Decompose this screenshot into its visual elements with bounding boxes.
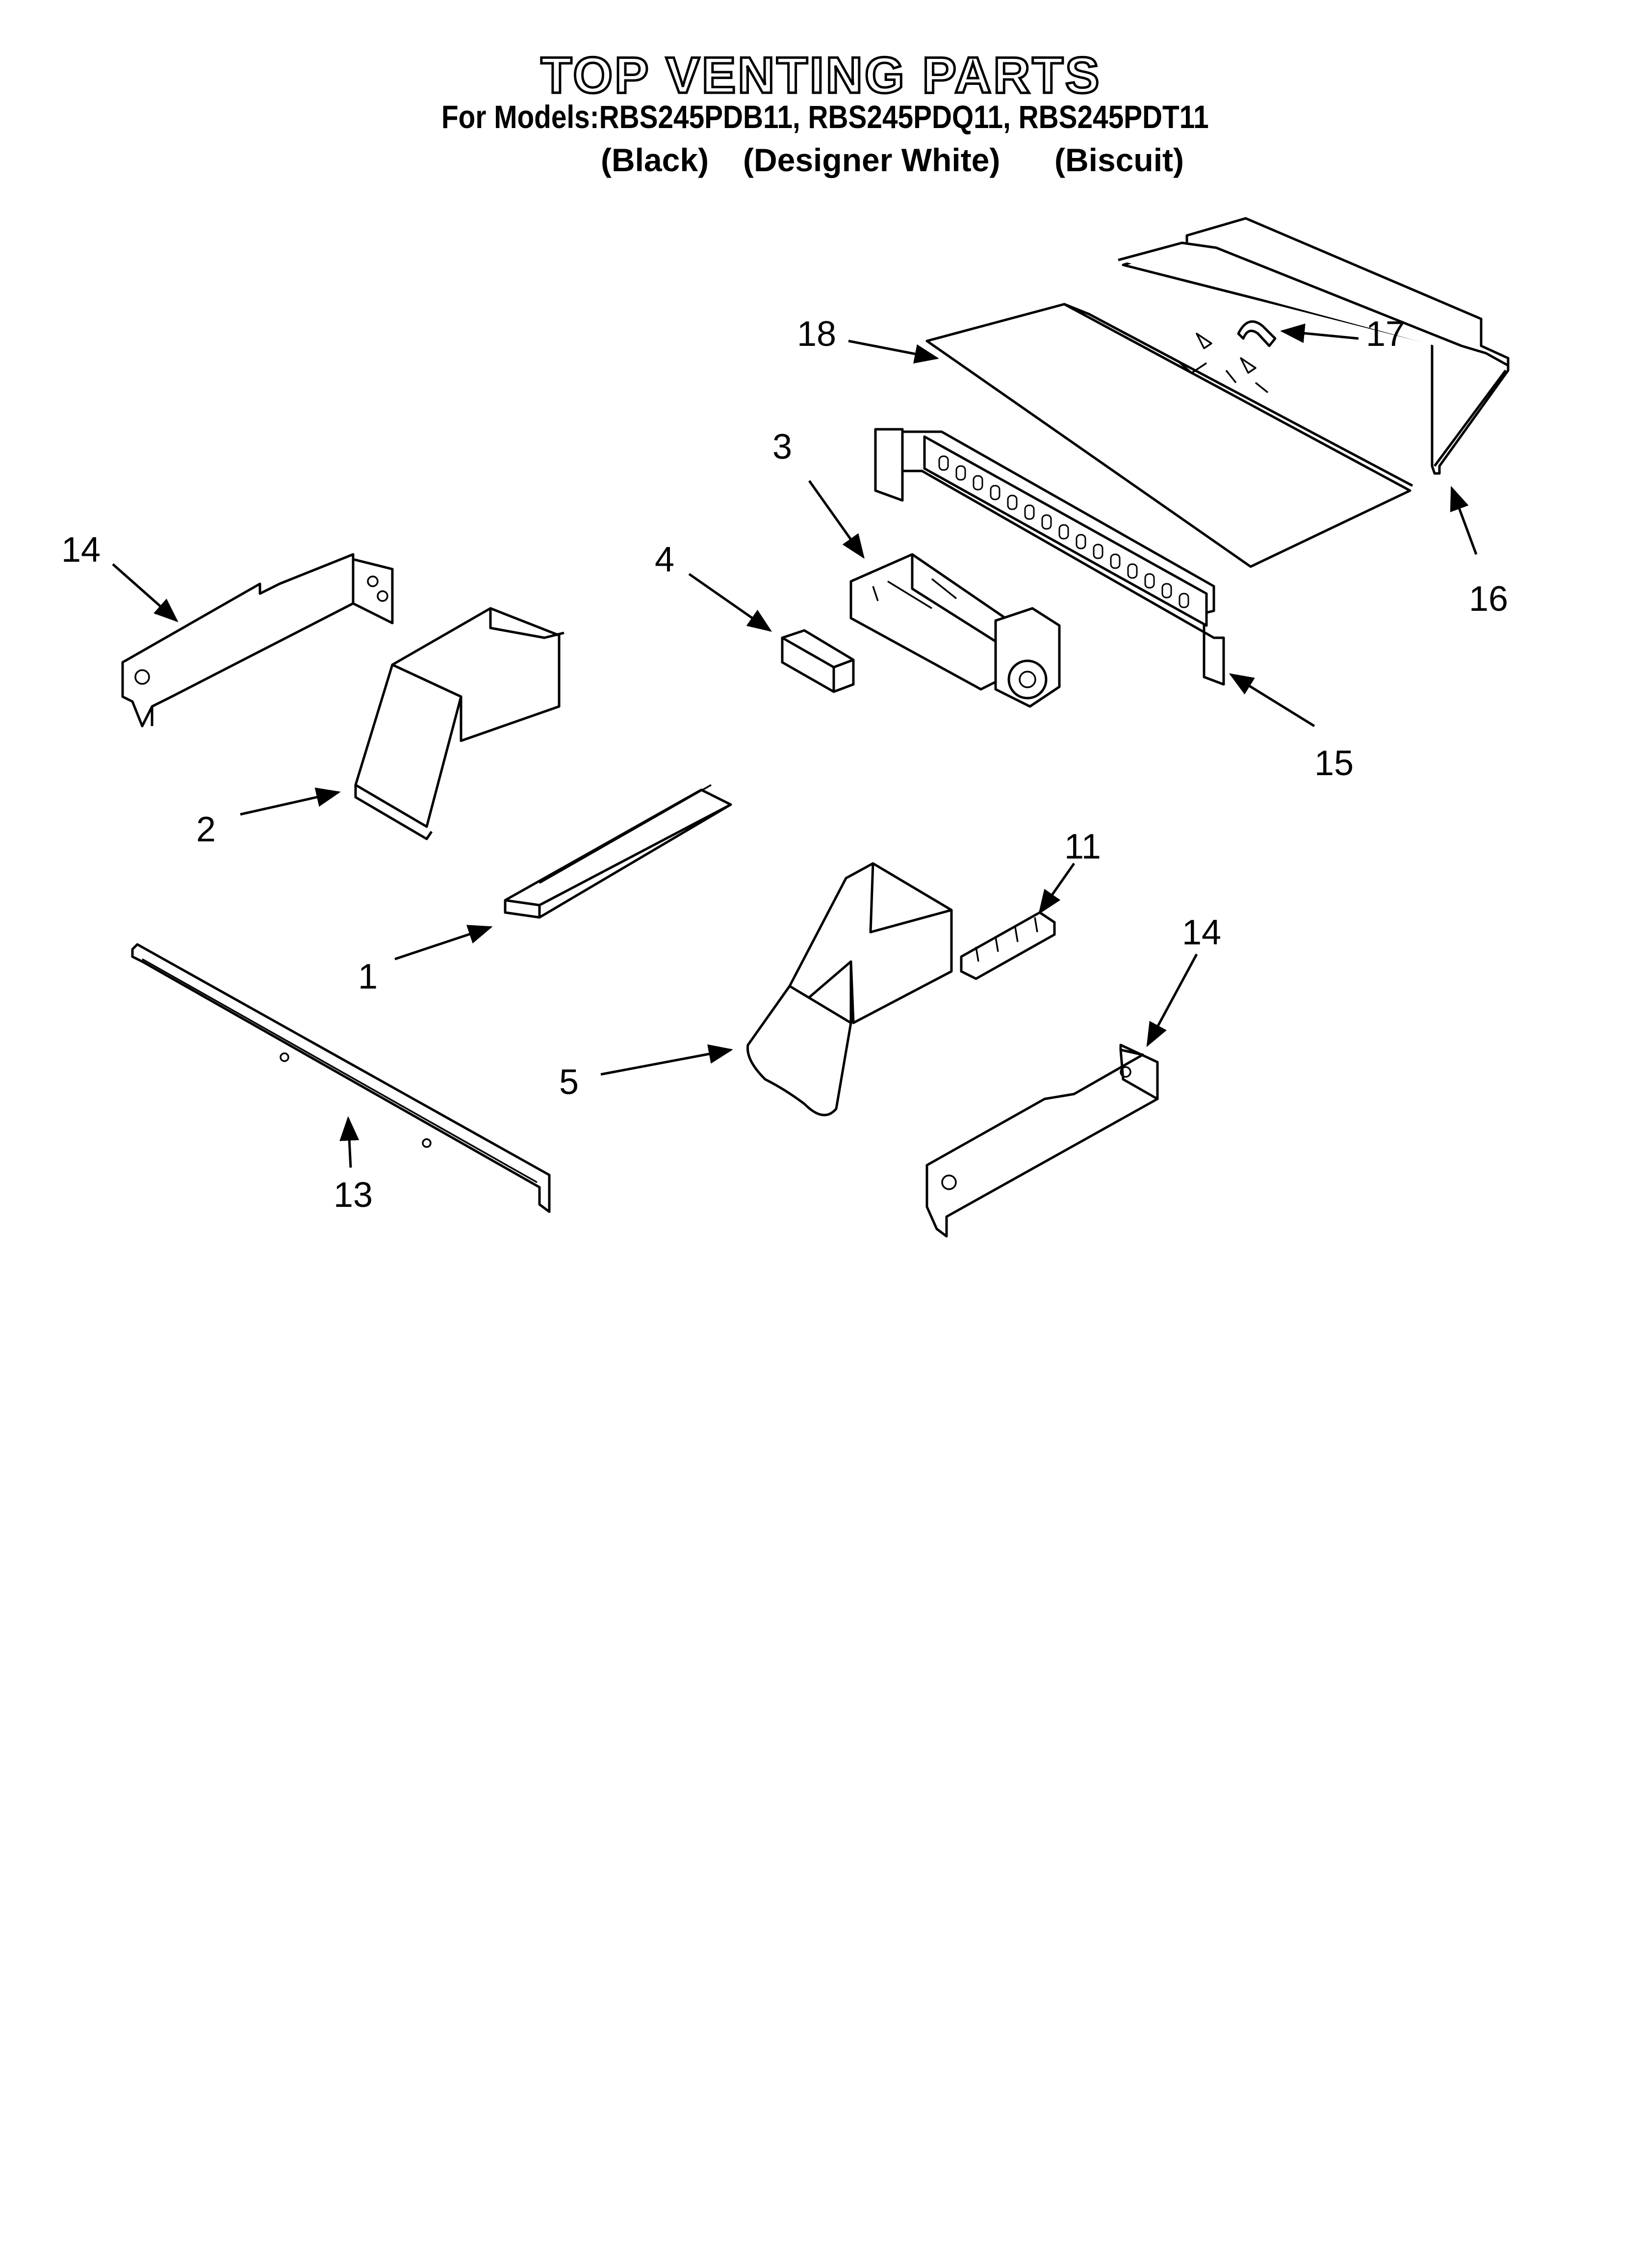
part-4-foam-block bbox=[781, 629, 855, 693]
part-14-right-bracket bbox=[925, 1043, 1159, 1238]
leader-3 bbox=[808, 480, 865, 559]
leader-lines bbox=[112, 323, 1478, 1168]
leader-5 bbox=[600, 1044, 733, 1076]
color-black: (Black) bbox=[601, 142, 709, 178]
leader-1 bbox=[394, 925, 493, 961]
callout-1: 1 bbox=[358, 957, 378, 996]
callout-16: 16 bbox=[1469, 579, 1508, 619]
leader-16 bbox=[1450, 486, 1478, 555]
page-title: TOP VENTING PARTS bbox=[539, 46, 1102, 105]
leader-18 bbox=[848, 339, 939, 364]
leader-14-right bbox=[1146, 953, 1198, 1047]
callout-18: 18 bbox=[797, 314, 836, 354]
leader-4 bbox=[688, 573, 772, 632]
callout-11: 11 bbox=[1064, 827, 1101, 866]
part-15-vent-duct bbox=[874, 428, 1225, 686]
part-2-top-duct bbox=[354, 607, 564, 840]
part-14-left-bracket bbox=[121, 553, 394, 728]
callout-2: 2 bbox=[196, 810, 216, 849]
color-designer-white: (Designer White) bbox=[743, 142, 1001, 178]
leader-13 bbox=[339, 1116, 359, 1168]
callout-14-left: 14 bbox=[61, 530, 101, 570]
models-line: For Models:RBS245PDB11, RBS245PDQ11, RBS… bbox=[441, 99, 1209, 135]
callout-15: 15 bbox=[1314, 744, 1354, 783]
leader-14-left bbox=[112, 563, 179, 623]
part-16-top-panel bbox=[1118, 217, 1510, 475]
part-1-bar bbox=[504, 784, 732, 919]
leader-11 bbox=[1038, 862, 1076, 915]
leader-2 bbox=[240, 787, 341, 816]
part-18-vent-panel bbox=[925, 303, 1413, 568]
color-biscuit: (Biscuit) bbox=[1054, 142, 1184, 178]
callout-3: 3 bbox=[772, 427, 792, 467]
part-13-long-rail bbox=[131, 943, 551, 1213]
callout-5: 5 bbox=[559, 1063, 579, 1102]
callout-numbers: 18 17 16 15 3 4 14 2 1 13 5 11 14 bbox=[61, 314, 1508, 1215]
callout-13: 13 bbox=[334, 1175, 373, 1215]
leader-15 bbox=[1229, 673, 1315, 728]
part-11-terminal-block bbox=[960, 911, 1056, 980]
callout-4: 4 bbox=[655, 540, 674, 579]
callout-14-right: 14 bbox=[1182, 913, 1221, 952]
leader-17 bbox=[1280, 323, 1359, 343]
part-17-clip bbox=[1237, 320, 1277, 347]
part-5-lower-duct bbox=[746, 862, 953, 1117]
part-3-motor-assembly bbox=[849, 553, 1061, 708]
callout-17: 17 bbox=[1366, 314, 1405, 354]
